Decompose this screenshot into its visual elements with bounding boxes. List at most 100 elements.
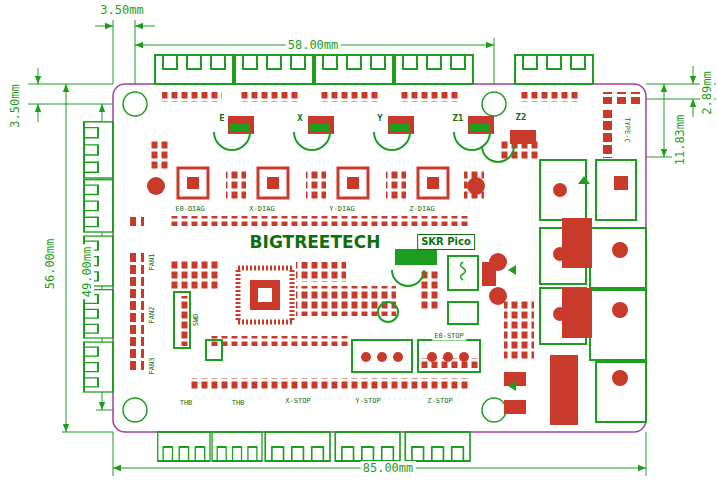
chip-pad — [468, 116, 494, 134]
diode-symbol — [508, 265, 516, 275]
capacitor-outline — [214, 132, 250, 150]
driver-chip — [418, 168, 448, 198]
connector — [84, 122, 113, 178]
chip-pad — [187, 177, 199, 189]
capacitor-outline — [230, 124, 250, 132]
pad-array — [148, 140, 168, 170]
pin-pad — [459, 352, 469, 362]
power-pad — [614, 176, 628, 190]
dimension-text: 56.00mm — [43, 237, 57, 292]
dimension-lines — [113, 20, 114, 84]
pin-pad — [361, 352, 469, 362]
pad-array — [226, 170, 246, 200]
inductor — [482, 262, 496, 286]
pin-pad — [361, 352, 371, 362]
connector-label: TYPE-C — [622, 115, 631, 144]
pin-pad — [377, 352, 387, 362]
power-pad — [612, 242, 628, 258]
pin-pad — [443, 352, 453, 362]
inductor — [448, 256, 496, 324]
driver-chip — [178, 168, 448, 198]
connector-label: TH0 — [230, 399, 247, 408]
pin-label: X-DIAG — [247, 205, 276, 214]
power-connector — [590, 228, 646, 288]
mcu-chip — [238, 268, 292, 322]
capacitor-outline — [294, 132, 330, 150]
connector — [84, 342, 113, 392]
capacitor-outline — [392, 270, 424, 286]
connector — [515, 55, 593, 84]
inductor — [448, 256, 478, 290]
connector-label: FAN2 — [148, 305, 157, 326]
connector — [235, 55, 313, 84]
dimension-text: 2.89mm — [700, 69, 714, 116]
chip-pad — [308, 116, 334, 134]
dimension-lines — [113, 432, 114, 476]
dimension-text: 85.00mm — [361, 461, 416, 475]
pad-array — [464, 170, 484, 200]
chip-pad — [388, 116, 414, 134]
connector — [155, 55, 233, 84]
pad-array — [170, 260, 220, 290]
pin-header — [352, 340, 412, 372]
connector-label: E0-STOP — [432, 332, 466, 341]
dimension-lines — [28, 20, 716, 476]
chip-pad — [228, 116, 254, 134]
connector-label: SWD — [192, 312, 201, 329]
chip-pad — [427, 177, 439, 189]
connector-label: Z-STOP — [425, 397, 454, 406]
pad-array — [240, 92, 300, 102]
dimension-lines — [38, 68, 39, 84]
connector — [395, 55, 473, 84]
dimension-lines — [66, 84, 67, 432]
power-pad — [553, 183, 567, 197]
connector — [405, 432, 470, 461]
connector — [315, 55, 393, 84]
power-pad — [612, 302, 628, 318]
power-pad — [504, 176, 628, 425]
dimension-lines — [646, 432, 647, 476]
power-pad — [553, 307, 567, 321]
inductor — [461, 262, 466, 280]
power-connector — [540, 160, 586, 220]
connector — [335, 432, 400, 461]
pin-label: Y-DIAG — [327, 205, 356, 214]
power-pad — [553, 247, 567, 261]
power-pad — [550, 355, 578, 425]
dimension-text: 58.00mm — [286, 38, 341, 52]
driver-chip — [258, 168, 288, 198]
mounting-hole — [482, 92, 506, 116]
power-connector — [590, 290, 646, 360]
chip-pad — [147, 177, 165, 195]
mounting-hole — [123, 92, 506, 422]
dimension-lines — [28, 84, 113, 85]
connector — [265, 432, 330, 461]
connector-label: THB — [178, 399, 195, 408]
chip-pad — [467, 177, 485, 195]
mcu-chip — [250, 280, 280, 310]
pad-array — [210, 336, 350, 346]
dimension-lines — [664, 84, 665, 157]
connector-label: Z2 — [514, 112, 529, 123]
board-outline — [113, 84, 646, 432]
pad-array — [130, 215, 144, 227]
mounting-hole — [123, 398, 147, 422]
pin-header — [418, 340, 480, 372]
pad-array — [598, 92, 640, 104]
diode-symbol — [508, 176, 590, 391]
connector-label: FAN3 — [148, 356, 157, 377]
chip-pad — [147, 116, 536, 305]
capacitor-outline — [396, 250, 436, 264]
inductor — [448, 302, 478, 324]
dimension-text: 49.00mm — [80, 245, 94, 300]
dimension-text: 3.50mm — [98, 3, 145, 17]
power-pad — [504, 400, 526, 414]
pad-array — [320, 92, 380, 102]
dimension-lines — [693, 66, 694, 84]
pad-array — [386, 170, 406, 200]
dimension-lines — [62, 432, 113, 433]
dimension-text: 3.50mm — [8, 82, 22, 129]
pin-header — [174, 292, 480, 372]
chip-pad — [347, 177, 359, 189]
